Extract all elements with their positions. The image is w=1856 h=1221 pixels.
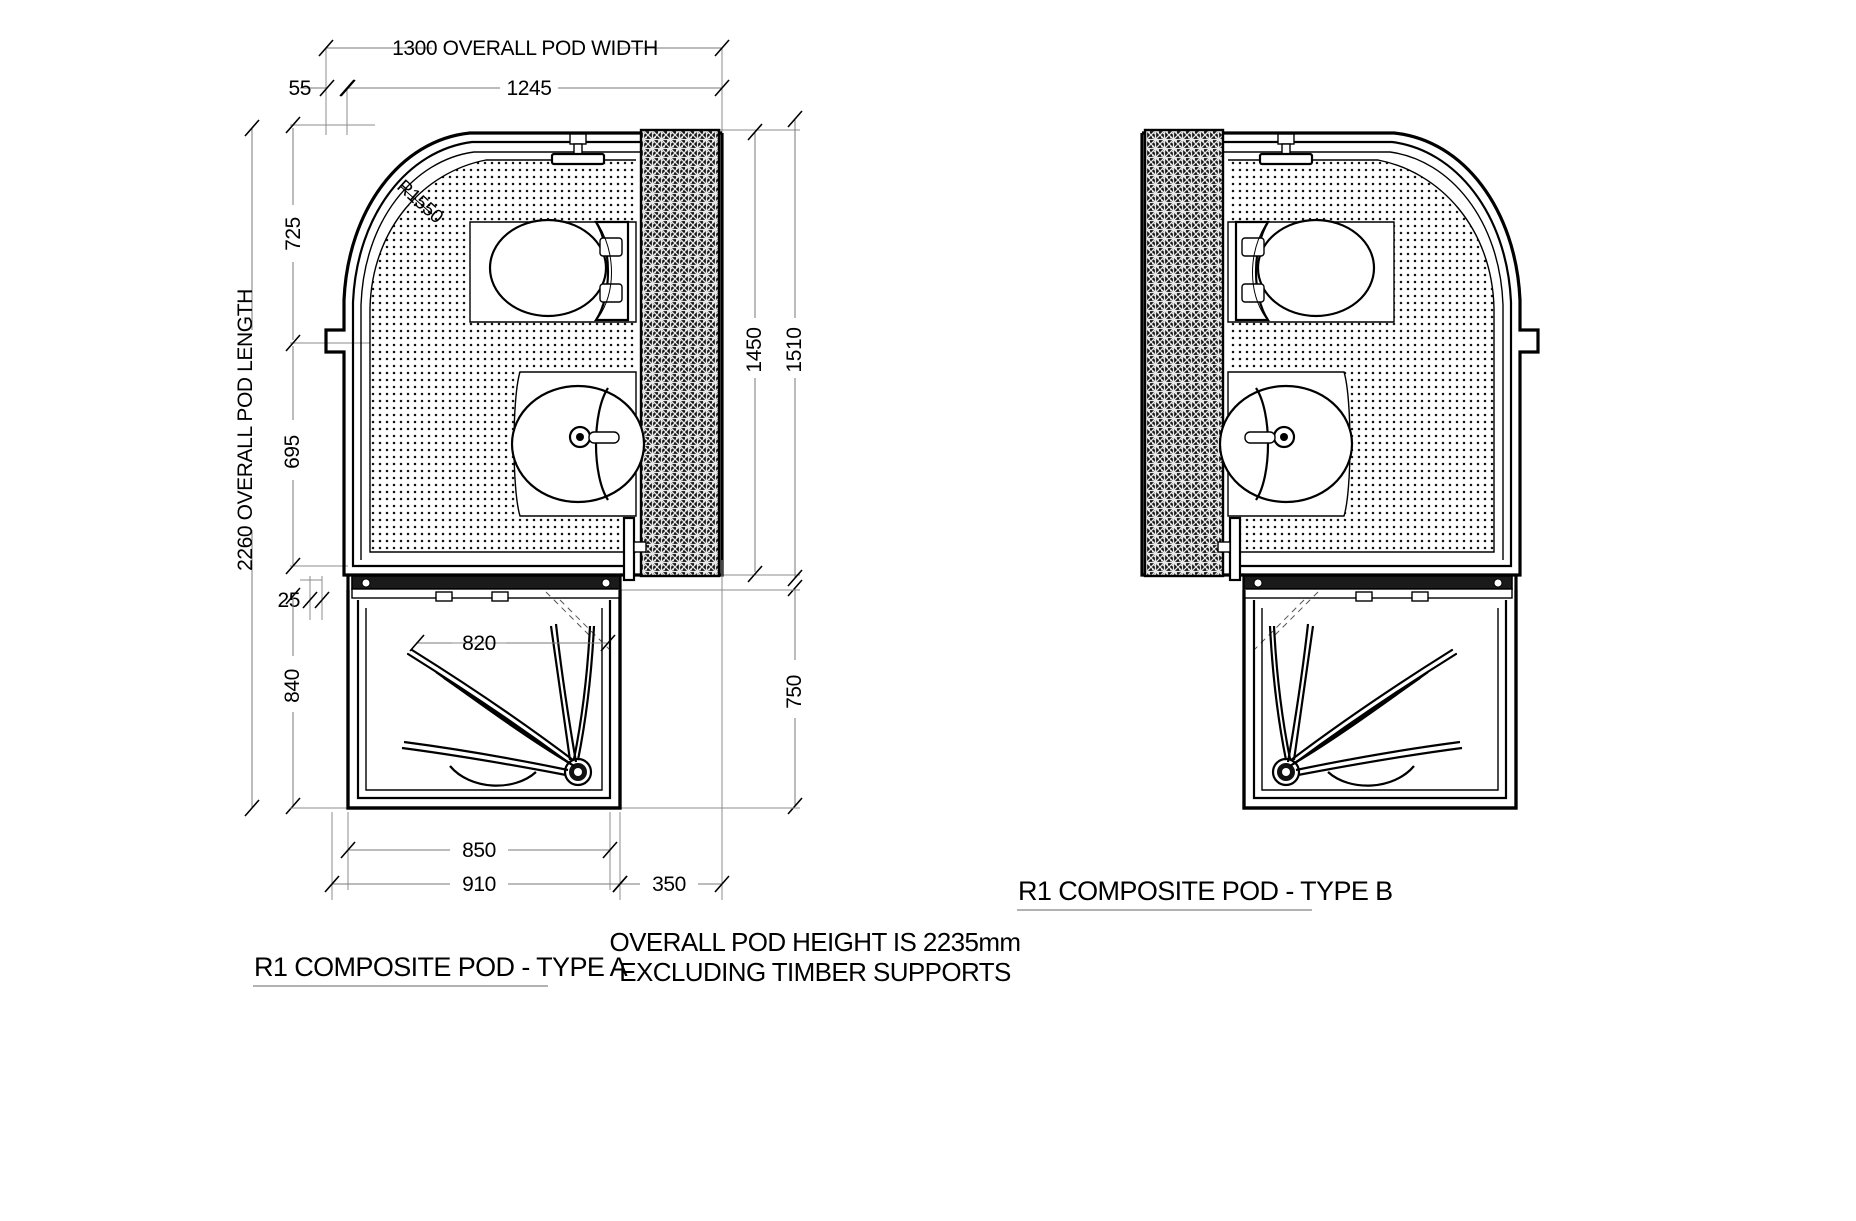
basin-fixture-b (1218, 371, 1354, 517)
toilet-fixture-b (1227, 218, 1395, 323)
dim-right-inner: 1450 (743, 327, 766, 372)
pod-type-b-body (1140, 128, 1540, 810)
dim-wall-offset: 55 (288, 77, 311, 100)
title-type-a: R1 COMPOSITE POD - TYPE A (254, 952, 628, 982)
dim-top-seg: 725 (282, 217, 305, 251)
shower-head-icon-a (550, 133, 606, 166)
tap-icon-a (568, 425, 620, 449)
door-threshold-a (351, 575, 621, 602)
toilet-fixture-a (469, 218, 637, 323)
dimension-group-right-a: 1450 1510 750 (620, 110, 806, 815)
dim-inner-width: 1245 (506, 77, 551, 100)
pod-type-a-body: R1550 (324, 128, 724, 810)
door-threshold-b (1243, 575, 1513, 602)
dim-tray-width: 850 (462, 839, 496, 862)
tap-icon-b (1244, 425, 1296, 449)
dim-overall-length: 2260 OVERALL POD LENGTH (234, 289, 257, 571)
dim-tray-len: 840 (281, 669, 304, 703)
dim-tray-right: 750 (783, 675, 806, 709)
dimension-group-bottom-a: 850 910 350 (324, 560, 730, 900)
dim-step-width: 350 (652, 873, 686, 896)
dim-tray-outer-width: 910 (462, 873, 496, 896)
door-jamb-a (622, 516, 647, 582)
dimension-group-left-a: 2260 OVERALL POD LENGTH 725 695 25 840 (234, 116, 370, 817)
shower-tray-b (1242, 590, 1518, 810)
shower-tray-a (346, 590, 622, 810)
dim-tray-opening: 820 (462, 632, 496, 655)
titles-group: R1 COMPOSITE POD - TYPE A R1 COMPOSITE P… (253, 876, 1393, 987)
title-type-b: R1 COMPOSITE POD - TYPE B (1018, 876, 1393, 906)
shower-head-icon-b (1258, 133, 1314, 166)
note-line-2: EXCLUDING TIMBER SUPPORTS (619, 957, 1011, 987)
dim-overall-width: 1300 OVERALL POD WIDTH (392, 37, 658, 60)
dimension-group-top-a: 1300 OVERALL POD WIDTH 1245 55 (288, 37, 730, 135)
basin-fixture-a (510, 371, 646, 517)
dim-right-outer: 1510 (783, 327, 806, 372)
dim-mid-seg: 695 (281, 435, 304, 469)
note-line-1: OVERALL POD HEIGHT IS 2235mm (610, 927, 1021, 957)
dimension-tray-opening-a: 820 (409, 632, 616, 655)
door-jamb-b (1217, 516, 1242, 582)
